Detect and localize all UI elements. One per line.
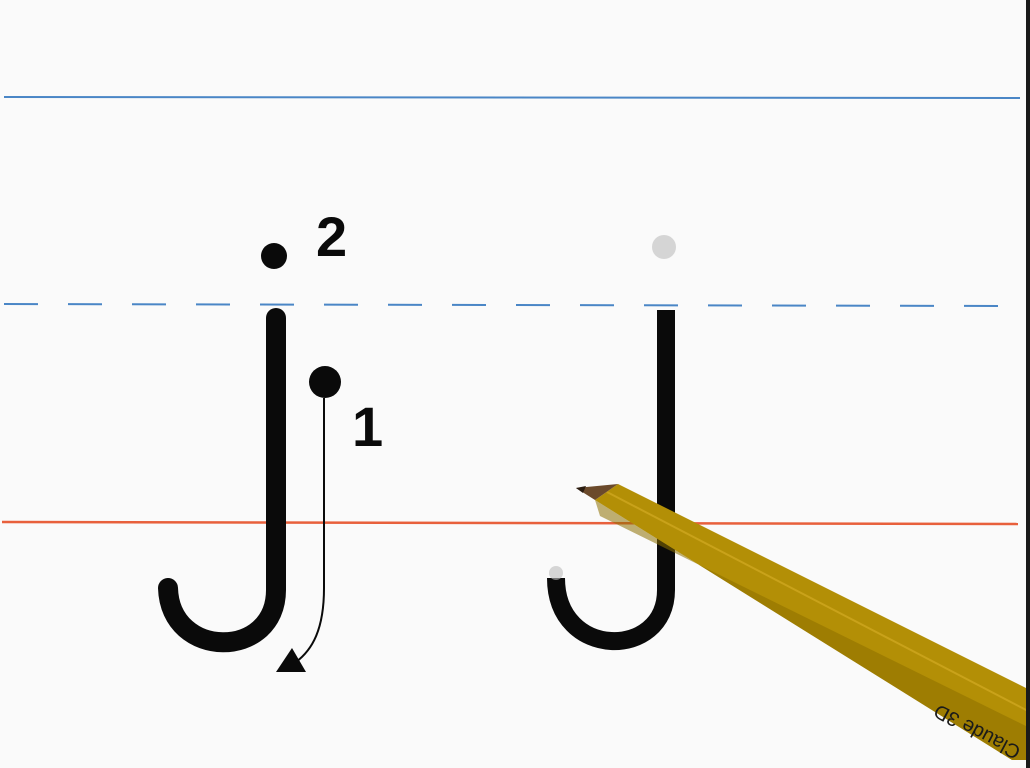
- arrowhead-icon: [276, 648, 306, 672]
- stroke-direction-guide: [276, 366, 341, 672]
- pencil-tip: [576, 484, 618, 500]
- pencil-facet-line: [606, 491, 1030, 713]
- traced-letter-j: [547, 235, 676, 651]
- midline-dashed-guide: [3, 303, 1001, 307]
- pencil-body-shade: [595, 500, 1030, 760]
- stroke-number-1: 1: [352, 395, 383, 458]
- model-letter-j: [158, 243, 287, 653]
- traced-j-end-placeholder: [549, 566, 563, 580]
- traced-j-dot-placeholder: [652, 235, 676, 259]
- model-j-dot: [261, 243, 287, 269]
- pencil-icon: Claude 3D: [576, 484, 1030, 763]
- baseline-guide: [1, 520, 1019, 526]
- window-edge: [1026, 0, 1030, 768]
- pencil-lead: [576, 486, 586, 493]
- top-guide-line: [3, 96, 1021, 99]
- traced-j-stroke: [547, 310, 675, 651]
- model-j-stroke: [158, 308, 286, 653]
- stroke-number-2: 2: [316, 205, 347, 268]
- stroke-direction-path: [295, 398, 325, 663]
- stroke-start-dot: [309, 366, 341, 398]
